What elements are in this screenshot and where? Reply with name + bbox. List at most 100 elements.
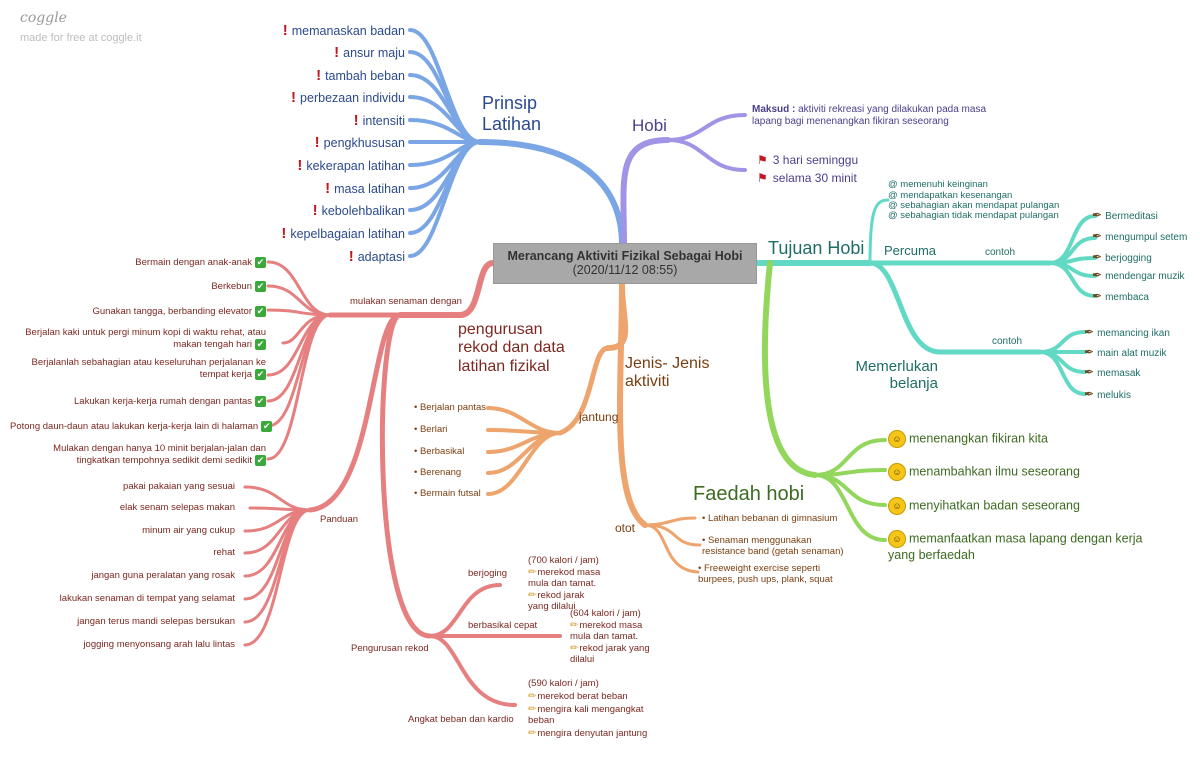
tujuan-belanja-item[interactable]: ✒main alat muzik	[1084, 345, 1167, 360]
jantung-item[interactable]: • Bermain futsal	[414, 488, 481, 499]
memerlukan-label[interactable]: Memerlukan belanja	[855, 358, 938, 393]
berjoging-item-1[interactable]: ✏rekod jarak yang dilalui	[528, 590, 606, 613]
prinsip-title[interactable]: Prinsip Latihan	[482, 93, 542, 134]
prinsip-item[interactable]: !tambah beban	[205, 67, 405, 84]
angkat-item-2[interactable]: ✏mengira denyutan jantung	[528, 728, 647, 740]
panduan-item[interactable]: jangan terus mandi selepas bersukan	[77, 616, 235, 627]
smiley-icon: ☺	[888, 463, 906, 481]
pencil-icon: ✏	[570, 620, 579, 631]
otot-label[interactable]: otot	[615, 521, 636, 535]
hobi-item-label: 3 hari seminggu	[772, 153, 859, 167]
mulakan-item[interactable]: Potong daun-daun atau lakukan kerja-kerj…	[10, 421, 273, 433]
jenis-branches	[486, 282, 702, 574]
rekod-label[interactable]: Pengurusan rekod	[351, 643, 429, 654]
tujuan-percuma-item[interactable]: ✒mendengar muzik	[1092, 268, 1185, 283]
mulakan-item[interactable]: Bermain dengan anak-anak✔	[10, 257, 266, 269]
exclamation-icon: !	[291, 89, 297, 106]
berjoging-label[interactable]: berjoging	[468, 568, 508, 579]
prinsip-item[interactable]: !memanaskan badan	[205, 22, 405, 39]
tujuan-item-label: memancing ikan	[1097, 328, 1170, 339]
prinsip-item[interactable]: !perbezaan individu	[205, 89, 405, 106]
berjoging-item-0[interactable]: ✏merekod masa mula dan tamat.	[528, 567, 606, 590]
berbasikal-item-1[interactable]: ✏rekod jarak yang dilalui	[570, 643, 655, 666]
jantung-item[interactable]: • Berenang	[414, 467, 462, 478]
faedah-item[interactable]: ☺menyihatkan badan seseorang	[888, 497, 1080, 515]
tujuan-percuma-item[interactable]: ✒Bermeditasi	[1092, 208, 1158, 223]
pengurusan-title[interactable]: pengurusan rekod dan data latihan fizika…	[458, 321, 565, 375]
contoh-label-1[interactable]: contoh	[985, 247, 1016, 258]
faedah-item-label: menyihatkan badan seseorang	[909, 498, 1080, 513]
jantung-item[interactable]: • Berbasikal	[414, 446, 465, 457]
jantung-item[interactable]: • Berjalan pantas	[414, 402, 486, 413]
panduan-item[interactable]: jangan guna peralatan yang rosak	[91, 570, 235, 581]
tujuan-percuma-item[interactable]: ✒berjogging	[1092, 250, 1152, 265]
mulakan-item[interactable]: Berkebun✔	[10, 281, 266, 293]
tujuan-note-0[interactable]: @ memenuhi keinginan	[888, 179, 988, 190]
central-node[interactable]: Merancang Aktiviti Fizikal Sebagai Hobi …	[493, 243, 757, 284]
tujuan-note-2[interactable]: @ sebahagian akan mendapat pulangan	[888, 200, 1060, 211]
faedah-item[interactable]: ☺memanfaatkan masa lapang dengan kerja y…	[888, 530, 1153, 562]
panduan-item[interactable]: jogging menyonsang arah lalu lintas	[83, 639, 235, 650]
berbasikal-item-0[interactable]: ✏merekod masa mula dan tamat.	[570, 620, 665, 643]
faedah-item[interactable]: ☺menenangkan fikiran kita	[888, 430, 1048, 448]
berbasikal-label[interactable]: berbasikal cepat	[468, 620, 538, 631]
berbasikal-kalori[interactable]: (604 kalori / jam)	[570, 608, 641, 619]
hobi-title[interactable]: Hobi	[632, 116, 667, 135]
faedah-item[interactable]: ☺menambahkan ilmu seseorang	[888, 463, 1080, 481]
checkmark-icon: ✔	[255, 454, 266, 466]
otot-item-0[interactable]: • Latihan bebanan di gimnasium	[702, 513, 838, 524]
panduan-item[interactable]: lakukan senaman di tempat yang selamat	[59, 593, 235, 604]
prinsip-item[interactable]: !masa latihan	[205, 180, 405, 197]
jenis-title[interactable]: Jenis- Jenis aktiviti	[625, 355, 710, 391]
mulakan-label[interactable]: mulakan senaman dengan	[350, 296, 462, 307]
panduan-item[interactable]: elak senam selepas makan	[119, 502, 235, 513]
prinsip-item-label: ansur maju	[343, 46, 405, 60]
tujuan-title[interactable]: Tujuan Hobi	[768, 238, 865, 258]
jantung-item[interactable]: • Berlari	[414, 424, 448, 435]
otot-item-2[interactable]: • Freeweight exercise seperti burpees, p…	[698, 563, 833, 585]
hobi-item-0[interactable]: ⚑3 hari seminggu	[757, 153, 859, 168]
prinsip-item[interactable]: !kekerapan latihan	[205, 157, 405, 174]
coggle-subtitle[interactable]: made for free at coggle.it	[20, 32, 142, 44]
prinsip-item[interactable]: !intensiti	[205, 112, 405, 129]
otot-item-1[interactable]: • Senaman menggunakan resistance band (g…	[702, 535, 844, 557]
hobi-item-1[interactable]: ⚑selama 30 minit	[757, 171, 857, 186]
exclamation-icon: !	[348, 248, 354, 265]
mulakan-item[interactable]: Lakukan kerja-kerja rumah dengan pantas✔	[10, 396, 266, 408]
pen-icon: ✒	[1084, 325, 1095, 339]
jantung-label[interactable]: jantung	[579, 410, 619, 424]
angkat-label[interactable]: Angkat beban dan kardio	[408, 714, 514, 725]
angkat-kalori[interactable]: (590 kalori / jam)	[528, 678, 599, 689]
mulakan-item[interactable]: Berjalanlah sebahagian atau keseluruhan …	[10, 357, 266, 381]
prinsip-item[interactable]: !pengkhususan	[205, 134, 405, 151]
pen-icon: ✒	[1092, 208, 1103, 222]
prinsip-item[interactable]: !ansur maju	[205, 44, 405, 61]
tujuan-percuma-item[interactable]: ✒mengumpul setem	[1092, 229, 1187, 244]
tujuan-belanja-item[interactable]: ✒memasak	[1084, 365, 1140, 380]
prinsip-item[interactable]: !kebolehbalikan	[205, 202, 405, 219]
angkat-item-0[interactable]: ✏merekod berat beban	[528, 691, 628, 703]
tujuan-percuma-item[interactable]: ✒membaca	[1092, 289, 1149, 304]
tujuan-belanja-item[interactable]: ✒melukis	[1084, 387, 1131, 402]
panduan-item[interactable]: minum air yang cukup	[142, 525, 235, 536]
panduan-label[interactable]: Panduan	[320, 514, 359, 525]
prinsip-item[interactable]: !adaptasi	[205, 248, 405, 265]
contoh-label-2[interactable]: contoh	[992, 336, 1023, 347]
pen-icon: ✒	[1084, 387, 1095, 401]
hobi-maksud[interactable]: Maksud : aktiviti rekreasi yang dilakuka…	[752, 104, 1002, 127]
mulakan-item[interactable]: Berjalan kaki untuk pergi minum kopi di …	[10, 327, 266, 351]
berjoging-kalori[interactable]: (700 kalori / jam)	[528, 555, 599, 566]
angkat-item-1[interactable]: ✏mengira kali mengangkat beban	[528, 704, 648, 727]
faedah-title[interactable]: Faedah hobi	[693, 483, 805, 505]
prinsip-item[interactable]: !kepelbagaian latihan	[205, 225, 405, 242]
tujuan-note-1[interactable]: @ mendapatkan kesenangan	[888, 190, 1013, 201]
tujuan-note-3[interactable]: @ sebahagian tidak mendapat pulangan	[888, 210, 1059, 221]
tujuan-belanja-item[interactable]: ✒memancing ikan	[1084, 325, 1170, 340]
panduan-item[interactable]: pakai pakaian yang sesuai	[123, 481, 235, 492]
panduan-item[interactable]: rehat	[213, 547, 235, 558]
mulakan-item[interactable]: Gunakan tangga, berbanding elevator✔	[10, 306, 266, 318]
prinsip-item-label: tambah beban	[325, 69, 405, 83]
mulakan-item[interactable]: Mulakan dengan hanya 10 minit berjalan-j…	[10, 443, 266, 467]
percuma-label[interactable]: Percuma	[884, 243, 937, 258]
